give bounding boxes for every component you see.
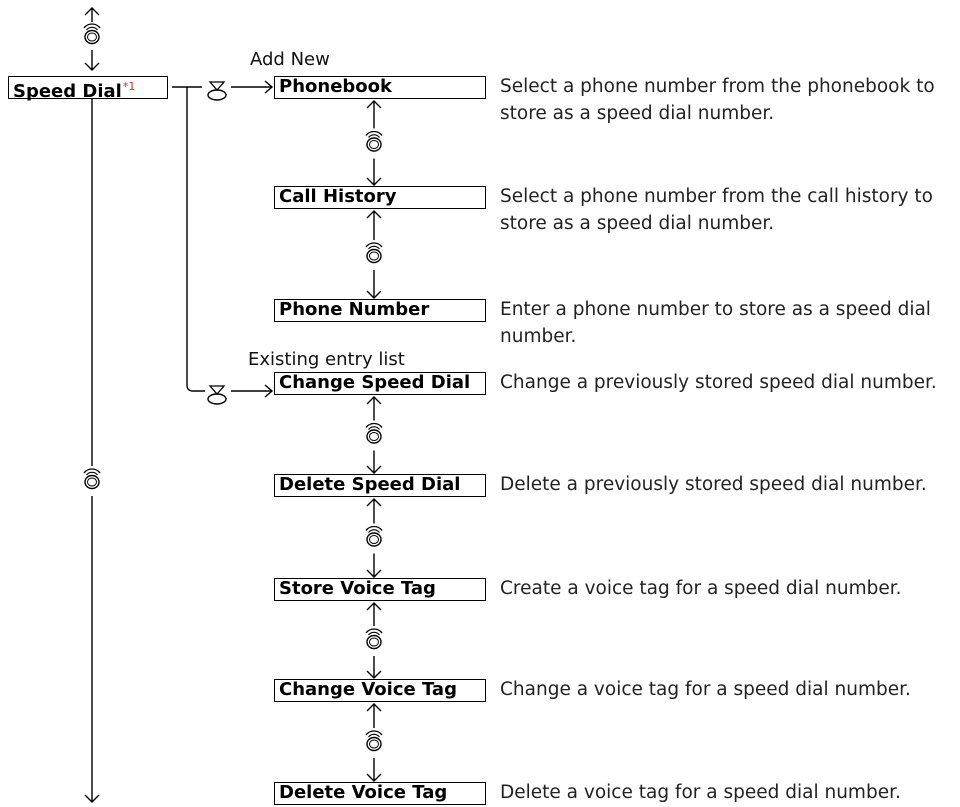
existing-entry-list-label: Existing entry list (248, 349, 405, 370)
phonebook-box[interactable]: Phonebook (274, 76, 486, 99)
call-history-box[interactable]: Call History (274, 186, 486, 209)
interface-dial-rotate-icon (83, 468, 101, 490)
call-history-description: Select a phone number from the call hist… (500, 186, 933, 234)
interface-dial-rotate-icon (365, 422, 383, 444)
speed-dial-box[interactable]: Speed Dial*1 (8, 76, 168, 102)
interface-dial-rotate-icon (83, 23, 101, 45)
interface-dial-rotate-icon (365, 242, 383, 264)
interface-dial-rotate-icon (365, 525, 383, 547)
change-speed-dial-description: Change a previously stored speed dial nu… (500, 372, 937, 393)
store-voice-tag-box[interactable]: Store Voice Tag (274, 578, 486, 601)
delete-voice-tag-description: Delete a voice tag for a speed dial numb… (500, 782, 901, 803)
footnote-marker: *1 (122, 80, 136, 93)
delete-speed-dial-description: Delete a previously stored speed dial nu… (500, 474, 927, 495)
interface-dial-rotate-icon (365, 730, 383, 752)
change-speed-dial-box[interactable]: Change Speed Dial (274, 372, 486, 395)
interface-dial-press-icon (207, 385, 227, 405)
interface-dial-rotate-icon (365, 130, 383, 152)
phone-number-box[interactable]: Phone Number (274, 299, 486, 322)
store-voice-tag-description: Create a voice tag for a speed dial numb… (500, 578, 902, 599)
interface-dial-press-icon (207, 81, 227, 101)
phone-number-description: Enter a phone number to store as a speed… (500, 299, 931, 347)
add-new-label: Add New (250, 49, 330, 70)
speed-dial-label: Speed Dial (13, 81, 122, 102)
delete-speed-dial-box[interactable]: Delete Speed Dial (274, 474, 486, 497)
change-voice-tag-description: Change a voice tag for a speed dial numb… (500, 679, 911, 700)
phonebook-description: Select a phone number from the phonebook… (500, 76, 935, 124)
change-voice-tag-box[interactable]: Change Voice Tag (274, 679, 486, 702)
interface-dial-rotate-icon (365, 628, 383, 650)
delete-voice-tag-box[interactable]: Delete Voice Tag (274, 782, 486, 805)
